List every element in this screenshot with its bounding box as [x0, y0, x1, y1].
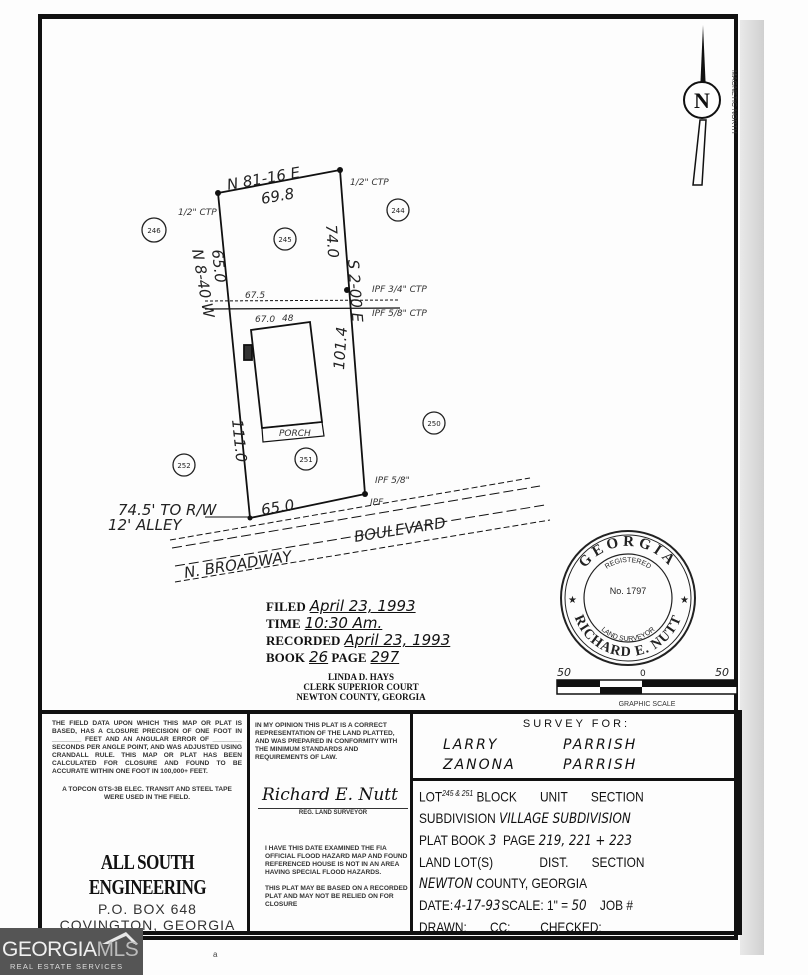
- signature-caption: REG. LAND SURVEYOR: [298, 810, 368, 816]
- svg-text:251: 251: [299, 456, 312, 464]
- flood-note: I HAVE THIS DATE EXAMINED THE FIA OFFICI…: [265, 845, 410, 909]
- svg-text:★: ★: [568, 595, 577, 606]
- georgia-mls-watermark: GEORGIAMLS REAL ESTATE SERVICES: [0, 928, 143, 975]
- lot-number-markers: [141, 198, 446, 477]
- plat-book-value: 3: [488, 832, 497, 849]
- svg-text:252: 252: [177, 462, 190, 470]
- svg-text:GEORGIA: GEORGIA: [576, 534, 680, 571]
- svg-text:246: 246: [147, 227, 161, 235]
- recorded-label: RECORDED: [266, 633, 341, 648]
- svg-text:S 2-00 E: S 2-00 E: [344, 259, 366, 323]
- svg-text:245: 245: [278, 236, 291, 244]
- legal-description-block: LOT245 & 251 BLOCK UNIT SECTION SUBDIVIS…: [419, 788, 645, 935]
- svg-text:67.0: 67.0: [255, 315, 275, 325]
- svg-text:12' ALLEY: 12' ALLEY: [108, 516, 183, 534]
- corner-pins: [215, 167, 368, 521]
- svg-text:65.0: 65.0: [260, 496, 296, 519]
- client-2-last: PARRISH: [563, 757, 638, 773]
- svg-text:1/2" CTP: 1/2" CTP: [350, 178, 389, 188]
- clerk-title: CLERK SUPERIOR COURT: [303, 682, 419, 692]
- svg-text:101.4: 101.4: [330, 326, 351, 370]
- surveyor-opinion: IN MY OPINION THIS PLAT IS A CORRECT REP…: [255, 722, 398, 761]
- svg-text:IPF 5/8": IPF 5/8": [375, 476, 410, 486]
- svg-text:BOULEVARD: BOULEVARD: [353, 514, 447, 546]
- scan-shadow: [740, 20, 764, 955]
- survey-for-header: SURVEY FOR:: [522, 718, 631, 730]
- svg-text:★: ★: [680, 595, 689, 606]
- book-value: 26: [309, 648, 329, 666]
- page-label: PAGE: [331, 650, 367, 665]
- svg-text:IPF: IPF: [370, 498, 384, 508]
- clerk-block: LINDA D. HAYS CLERK SUPERIOR COURT NEWTO…: [266, 672, 456, 702]
- svg-text:REGISTERED: REGISTERED: [604, 557, 652, 571]
- svg-text:1/2" CTP: 1/2" CTP: [178, 208, 217, 218]
- svg-text:IPF 3/4" CTP: IPF 3/4" CTP: [372, 285, 427, 295]
- equipment-note: A TOPCON GTS-3B ELEC. TRANSIT AND STEEL …: [62, 786, 232, 801]
- svg-text:244: 244: [391, 207, 405, 215]
- client-1-first: LARRY: [443, 737, 499, 753]
- page-value: 219, 221 + 223: [538, 832, 632, 849]
- company-name: ALL SOUTH ENGINEERING: [88, 850, 207, 899]
- north-arrow-icon: N MAGNETIC NORTH: [683, 25, 737, 186]
- svg-text:69.8: 69.8: [260, 184, 296, 208]
- time-value: 10:30 Am.: [304, 614, 383, 632]
- mls-tagline: REAL ESTATE SERVICES: [10, 962, 124, 971]
- svg-text:111.0: 111.0: [228, 419, 250, 464]
- svg-text:MAGNETIC NORTH: MAGNETIC NORTH: [730, 70, 737, 134]
- signature-line: [258, 808, 408, 809]
- svg-text:48: 48: [282, 314, 294, 324]
- svg-text:67.5: 67.5: [245, 291, 265, 301]
- clerk-name: LINDA D. HAYS: [328, 672, 394, 682]
- page-value: 297: [370, 648, 400, 666]
- svg-text:IPF 5/8" CTP: IPF 5/8" CTP: [372, 309, 427, 319]
- title-block-outer: [38, 710, 742, 935]
- recorded-value: April 23, 1993: [344, 631, 451, 649]
- county-value: NEWTON: [419, 875, 473, 892]
- plat-border: [38, 14, 738, 940]
- clerk-county: NEWTON COUNTY, GEORGIA: [296, 692, 426, 702]
- filed-value: April 23, 1993: [309, 597, 416, 615]
- svg-text:74.5' TO R/W: 74.5' TO R/W: [118, 501, 218, 519]
- svg-text:GRAPHIC SCALE: GRAPHIC SCALE: [619, 701, 676, 708]
- subdivision-value: VILLAGE SUBDIVISION: [499, 810, 631, 827]
- roof-logo-icon: [102, 932, 138, 944]
- client-2-first: ZANONA: [443, 757, 516, 773]
- surveyor-seal-icon: GEORGIA REGISTERED No. 1797 LAND SURVEYO…: [560, 530, 696, 666]
- lot-value: 245 & 251: [442, 789, 474, 798]
- lender-note: THIS PLAT MAY BE BASED ON A RECORDED PLA…: [265, 885, 408, 908]
- lot-boundary: [169, 169, 551, 583]
- surveyor-signature: Richard E. Nutt: [262, 785, 398, 805]
- filed-label: FILED: [266, 599, 306, 614]
- svg-text:N. BROADWAY: N. BROADWAY: [183, 547, 295, 582]
- title-block-divider-2: [410, 710, 413, 935]
- svg-text:50: 50: [715, 666, 729, 679]
- scale-value: 50: [571, 897, 587, 914]
- client-1-last: PARRISH: [563, 737, 638, 753]
- mls-brand-b: MLS: [96, 938, 139, 961]
- closure-note: THE FIELD DATA UPON WHICH THIS MAP OR PL…: [52, 720, 242, 801]
- svg-text:PORCH: PORCH: [279, 429, 311, 439]
- svg-text:74.0: 74.0: [322, 224, 342, 259]
- title-block-divider-1: [247, 710, 250, 935]
- company-address-1: P.O. BOX 648: [98, 901, 197, 917]
- survey-for-block: SURVEY FOR: LARRY PARRISH ZANONA PARRISH: [413, 715, 740, 780]
- date-value: 4-17-93: [454, 897, 501, 914]
- svg-text:0: 0: [640, 669, 646, 679]
- mls-brand-a: GEORGIA: [2, 938, 97, 961]
- graphic-scale: 50 0 50 GRAPHIC SCALE: [556, 666, 738, 708]
- time-label: TIME: [266, 616, 301, 631]
- svg-text:No. 1797: No. 1797: [610, 586, 647, 596]
- svg-text:50: 50: [557, 666, 571, 679]
- svg-text:N: N: [694, 88, 710, 113]
- book-label: BOOK: [266, 650, 306, 665]
- svg-text:250: 250: [427, 420, 440, 428]
- company-block: ALL SOUTH ENGINEERING P.O. BOX 648 COVIN…: [45, 850, 250, 933]
- title-block-divider-3: [410, 778, 742, 781]
- svg-text:65.0: 65.0: [208, 249, 229, 284]
